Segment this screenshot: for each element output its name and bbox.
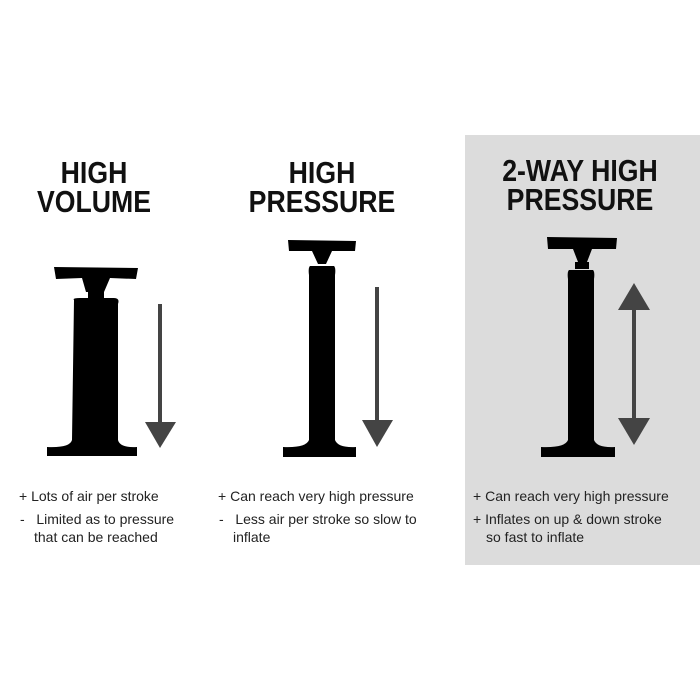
high-volume-pump-icon (47, 267, 138, 456)
title-line: VOLUME (36, 184, 152, 219)
down-arrow-icon (145, 304, 176, 448)
title-line: PRESSURE (248, 184, 396, 219)
point-text: Inflates on up & down stroke (485, 511, 662, 527)
point-text: Can reach very high pressure (485, 488, 669, 504)
title-line: 2-WAY HIGH (502, 153, 658, 188)
plus-sign: + (218, 488, 227, 504)
point-text: Lots of air per stroke (31, 488, 159, 504)
two-way-pump-icon (541, 237, 617, 457)
column-2-point-2: - Less air per stroke so slow to (219, 510, 417, 528)
high-pressure-pump-icon (283, 240, 356, 457)
point-text-continued: inflate (233, 529, 271, 545)
title-line: PRESSURE (506, 182, 654, 217)
point-text: Less air per stroke so slow to (235, 511, 417, 527)
plus-sign: + (473, 511, 482, 527)
column-2-title: HIGH PRESSURE (219, 155, 425, 219)
minus-sign: - (20, 511, 25, 527)
column-1-point-2: - Limited as to pressure (20, 510, 174, 528)
column-3-point-1: + Can reach very high pressure (473, 487, 669, 505)
point-text-continued: so fast to inflate (486, 529, 585, 545)
column-2-point-1: + Can reach very high pressure (218, 487, 414, 505)
column-1-point-1: + Lots of air per stroke (19, 487, 159, 505)
point-text-continued: that can be reached (34, 529, 158, 545)
down-arrow-icon (362, 287, 393, 447)
point-text: Can reach very high pressure (230, 488, 414, 504)
column-1-title: HIGH VOLUME (0, 155, 197, 219)
title-line: HIGH (288, 155, 356, 190)
up-down-arrow-icon (618, 283, 650, 445)
point-text: Limited as to pressure (36, 511, 175, 527)
plus-sign: + (19, 488, 28, 504)
minus-sign: - (219, 511, 224, 527)
column-3-title: 2-WAY HIGH PRESSURE (477, 153, 683, 217)
column-3-point-2: + Inflates on up & down stroke (473, 510, 662, 528)
plus-sign: + (473, 488, 482, 504)
title-line: HIGH (60, 155, 128, 190)
